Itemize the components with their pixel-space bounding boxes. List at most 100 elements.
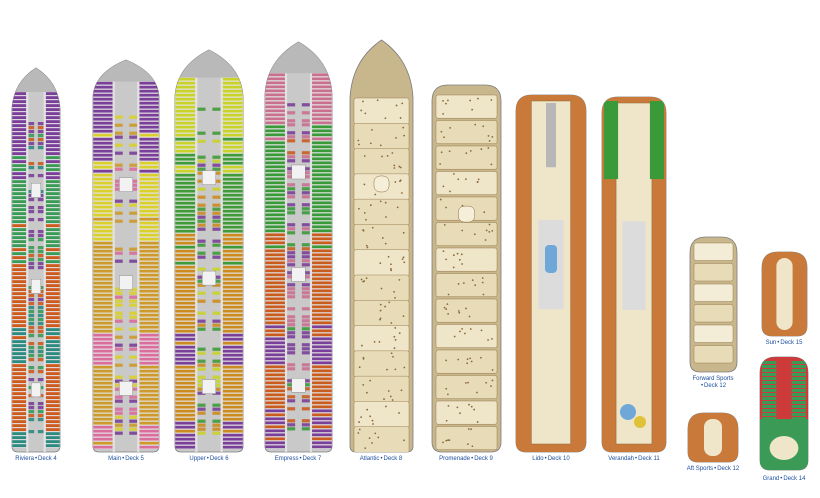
cabin-cell — [175, 137, 196, 141]
inner-cabin — [37, 130, 44, 134]
deck-label-lido: Lido•Deck 10 — [511, 456, 591, 463]
inner-cabin — [301, 419, 310, 423]
inner-cabin — [129, 327, 138, 331]
cabin-cell — [139, 437, 159, 441]
cabin-cell — [311, 433, 332, 437]
cabin-cell — [93, 333, 113, 337]
inner-cabin — [197, 227, 206, 231]
inner-cabin — [114, 423, 123, 427]
inner-cabin — [301, 223, 310, 227]
cabin-cell — [93, 377, 113, 381]
cabin-cell — [265, 181, 286, 185]
cabin-cell — [12, 215, 27, 220]
seat-dot — [366, 246, 369, 249]
cabin-cell — [175, 233, 196, 237]
inner-cabin — [197, 251, 206, 255]
seat-dot — [447, 439, 449, 442]
seat-dot — [394, 338, 397, 341]
cabin-cell — [12, 335, 27, 340]
cabin-cell — [265, 253, 286, 257]
venue-block — [435, 94, 498, 119]
cabin-cell — [762, 373, 777, 376]
inner-cabin — [287, 187, 296, 191]
cabin-cell — [12, 383, 27, 388]
seat-dot — [362, 229, 365, 232]
cabin-cell — [45, 115, 60, 120]
cabin-cell — [12, 287, 27, 292]
cabin-cell — [12, 387, 27, 392]
inner-cabin — [301, 135, 310, 139]
inner-cabin — [301, 183, 310, 187]
inner-cabin — [212, 211, 221, 215]
seat-dot — [364, 112, 367, 115]
seat-dot — [461, 327, 464, 330]
cabin-cell — [93, 301, 113, 305]
cabin-cell — [12, 223, 27, 228]
cabin-cell — [93, 297, 113, 301]
inner-cabin — [129, 415, 138, 419]
cabin-cell — [93, 173, 113, 177]
cabin-cell — [139, 117, 159, 121]
inner-cabin — [301, 243, 310, 247]
cabin-cell — [45, 123, 60, 128]
deck-number: Deck 10 — [547, 456, 570, 462]
inner-cabin — [197, 255, 206, 259]
cabin-cell — [93, 373, 113, 377]
seat-dot — [379, 309, 382, 312]
cabin-cell — [222, 373, 243, 377]
cabin-cell — [93, 109, 113, 113]
seat-dot — [473, 233, 476, 236]
cabin-cell — [175, 365, 196, 369]
cabin-cell — [45, 395, 60, 400]
seat-dot — [370, 128, 373, 131]
inner-cabin — [37, 166, 44, 170]
cabin-cell — [311, 133, 332, 137]
cabin-cell — [12, 355, 27, 360]
inner-cabin — [287, 343, 296, 347]
cabin-cell — [175, 237, 196, 241]
cabin-cell — [265, 93, 286, 97]
cabin-cell — [175, 89, 196, 93]
cabin-cell — [93, 445, 113, 449]
deck-label-empress: Empress•Deck 7 — [258, 456, 338, 463]
seat-dot — [393, 290, 395, 293]
cabin-cell — [45, 403, 60, 408]
inner-cabin — [197, 195, 206, 199]
seat-dot — [442, 250, 445, 253]
seat-dot — [457, 283, 460, 285]
inner-cabin — [301, 227, 310, 231]
venue-block — [353, 401, 410, 429]
cabin-cell — [93, 293, 113, 297]
cabin-cell — [311, 89, 332, 93]
deck-upper — [174, 49, 244, 453]
cabin-cell — [175, 285, 196, 289]
inner-cabin — [287, 171, 296, 175]
cabin-cell — [265, 369, 286, 373]
cabin-cell — [311, 277, 332, 281]
cabin-cell — [222, 217, 243, 221]
inner-cabin — [129, 131, 138, 135]
inner-cabin — [197, 107, 206, 111]
inner-cabin — [114, 395, 123, 399]
cabin-cell — [175, 389, 196, 393]
cabin-cell — [45, 327, 60, 332]
cabin-cell — [12, 351, 27, 356]
cabin-cell — [265, 209, 286, 213]
seat-dot — [365, 218, 367, 221]
inner-cabin — [197, 299, 206, 303]
cabin-cell — [791, 361, 806, 364]
inner-cabin — [197, 351, 206, 355]
cabin-cell — [45, 127, 60, 132]
cabin-cell — [222, 433, 243, 437]
inner-cabin — [212, 171, 221, 175]
cabin-cell — [222, 401, 243, 405]
inner-cabin — [129, 419, 138, 423]
cabin-cell — [222, 385, 243, 389]
cabin-cell — [175, 409, 196, 413]
cabin-cell — [45, 167, 60, 172]
pool — [545, 244, 557, 273]
inner-cabin — [28, 122, 35, 126]
cabin-cell — [45, 315, 60, 320]
inner-cabin — [197, 375, 206, 379]
cabin-cell — [311, 373, 332, 377]
